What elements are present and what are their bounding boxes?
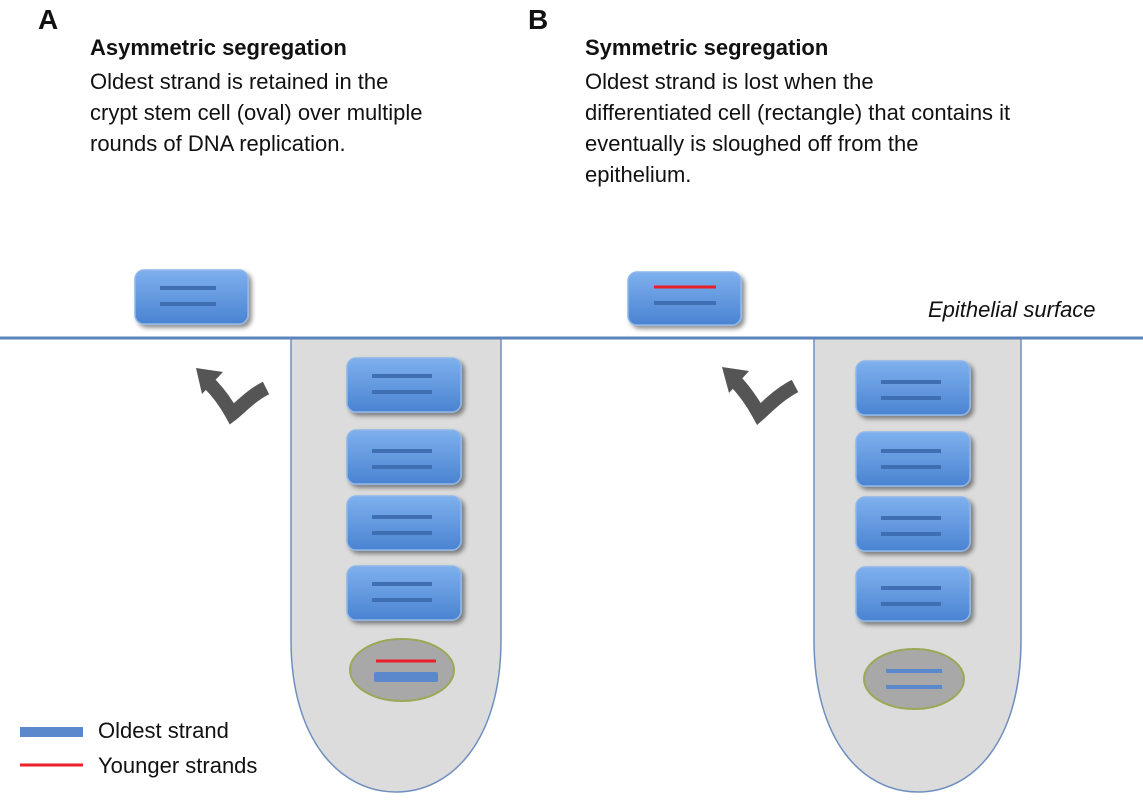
epithelial-surface-label: Epithelial surface: [928, 297, 1096, 322]
crypt-a-cell-1: [346, 357, 462, 413]
panel-a-line-3: rounds of DNA replication.: [90, 131, 346, 156]
panel-a-line-2: crypt stem cell (oval) over multiple: [90, 100, 423, 125]
panel-a-heading: Asymmetric segregation: [90, 35, 347, 60]
panel-b-description: Oldest strand is lost when the different…: [585, 66, 1010, 190]
panel-b-line-2: differentiated cell (rectangle) that con…: [585, 100, 1011, 125]
curved-arrow-b-icon: [722, 367, 799, 426]
panel-b-line-4: epithelium.: [585, 162, 692, 187]
panel-b-heading: Symmetric segregation: [585, 35, 829, 60]
legend-oldest-swatch: [20, 727, 83, 737]
legend-oldest-label: Oldest strand: [98, 718, 229, 743]
crypt-b-cell-3: [855, 496, 971, 552]
crypt-b-cell-2: [855, 431, 971, 487]
panel-a-letter: A: [38, 4, 59, 35]
curved-arrow-a-icon: [196, 368, 270, 425]
panel-a-line-1: Oldest strand is retained in the: [90, 69, 389, 94]
stem-cell-a: [349, 638, 455, 702]
panel-b-letter: B: [528, 4, 549, 35]
panel-b-line-3: eventually is sloughed off from the: [585, 131, 919, 156]
legend-younger-label: Younger strands: [98, 753, 258, 778]
panel-a-description: Oldest strand is retained in the crypt s…: [90, 66, 423, 159]
sloughed-cell-b: [627, 271, 742, 326]
crypt-b-cell-4: [855, 566, 971, 622]
stem-cell-b: [863, 648, 965, 710]
crypt-a-cell-2: [346, 429, 462, 485]
panel-b-line-1: Oldest strand is lost when the: [585, 69, 874, 94]
crypt-a-cell-3: [346, 495, 462, 551]
crypt-a-cell-4: [346, 565, 462, 621]
sloughed-cell-a: [134, 269, 249, 325]
crypt-b-cell-1: [855, 360, 971, 416]
